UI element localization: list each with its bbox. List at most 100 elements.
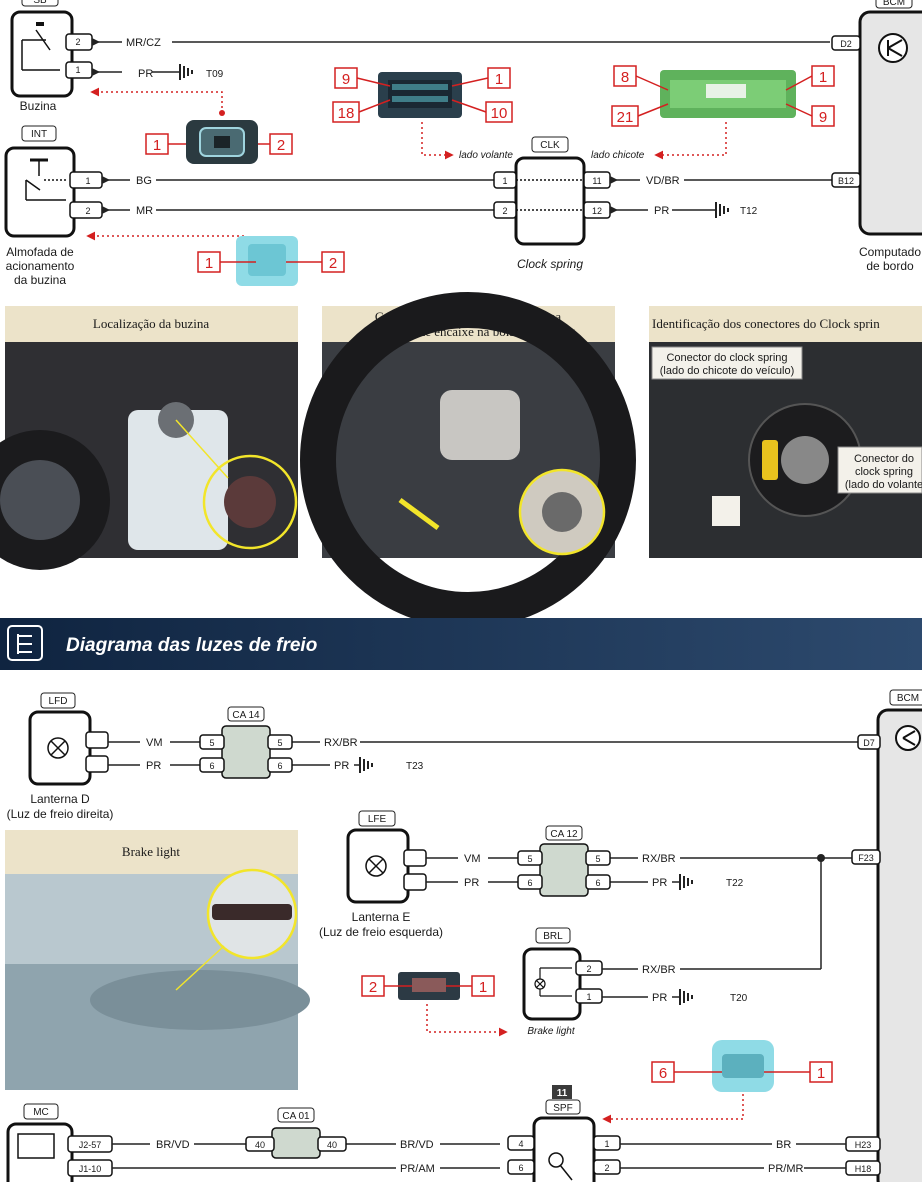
photo1-title: Localização da buzina	[93, 316, 209, 331]
clock-spring-label: Clock spring	[517, 257, 583, 271]
mc-tag: MC	[23, 1103, 59, 1120]
svg-text:2: 2	[586, 964, 591, 974]
svg-text:5: 5	[527, 854, 532, 864]
svg-text:RX/BR: RX/BR	[642, 964, 676, 976]
svg-text:5: 5	[595, 854, 600, 864]
svg-text:PR: PR	[652, 992, 667, 1004]
lfe-label-1: Lanterna E	[352, 910, 411, 924]
svg-text:T20: T20	[730, 993, 748, 1004]
int-component: 1 2	[4, 146, 103, 238]
photo3-header	[649, 306, 922, 342]
svg-text:CA 14: CA 14	[232, 710, 260, 721]
svg-text:CA 12: CA 12	[550, 829, 578, 840]
svg-text:PR: PR	[334, 760, 349, 772]
lfd-component	[28, 710, 109, 786]
wire-label-mr: MR	[136, 205, 153, 217]
horn-label: Buzina	[20, 99, 57, 113]
svg-text:VM: VM	[464, 853, 481, 865]
svg-text:6: 6	[518, 1163, 523, 1173]
svg-text:1: 1	[586, 992, 591, 1002]
svg-text:PR: PR	[146, 760, 161, 772]
spf-tag: 11 SPF	[545, 1085, 581, 1115]
harness-side-note: lado chicote	[591, 150, 645, 161]
section-diagram-icon	[7, 625, 43, 661]
svg-text:2: 2	[502, 206, 507, 216]
mc-component: J2-57 J1-10	[6, 1122, 113, 1182]
bcm-top-component: D2 B12	[831, 10, 922, 236]
bcm-brake-tag: BCM	[889, 689, 922, 706]
brl-component: 2 1	[522, 947, 603, 1021]
svg-text:J1-10: J1-10	[79, 1164, 102, 1174]
section-band	[0, 618, 922, 670]
ground-t12: T12	[715, 202, 758, 218]
svg-text:1: 1	[153, 137, 161, 154]
bcm-top-tag: BCM	[875, 0, 913, 9]
svg-text:1: 1	[75, 65, 80, 75]
svg-text:4: 4	[518, 1139, 523, 1149]
int-label-2: acionamento	[6, 259, 75, 273]
svg-text:MC: MC	[33, 1107, 49, 1118]
svg-text:40: 40	[327, 1140, 337, 1150]
svg-text:1: 1	[817, 1065, 825, 1082]
photo1-header	[5, 306, 298, 342]
svg-text:11: 11	[592, 176, 601, 186]
svg-text:6: 6	[659, 1065, 667, 1082]
ground-t22: T22	[679, 874, 744, 890]
svg-text:2: 2	[75, 37, 80, 47]
steering-side-note: lado volante	[459, 150, 513, 161]
spf-connector-image	[712, 1040, 774, 1092]
clock-spring-component: 1 2 11 12	[493, 156, 611, 246]
svg-text:CA 01: CA 01	[282, 1111, 310, 1122]
svg-text:1: 1	[85, 176, 90, 186]
svg-text:21: 21	[617, 109, 634, 126]
int-label-3: da buzina	[14, 273, 66, 287]
brake-photo-header	[5, 830, 298, 874]
brake-photo-title: Brake light	[122, 844, 181, 859]
svg-text:2: 2	[369, 979, 377, 996]
svg-text:5: 5	[277, 738, 282, 748]
svg-text:PR/MR: PR/MR	[768, 1163, 804, 1175]
section-title: Diagrama das luzes de freio	[66, 635, 317, 656]
int-connector-image	[236, 236, 298, 286]
svg-text:D2: D2	[840, 39, 852, 49]
wire-label-vd-br: VD/BR	[646, 175, 680, 187]
ca12-connector: 5 6 5 6	[517, 843, 611, 897]
svg-text:BRL: BRL	[543, 931, 563, 942]
svg-text:VM: VM	[146, 737, 163, 749]
svg-text:D7: D7	[863, 738, 875, 748]
lfd-label-1: Lanterna D	[30, 792, 90, 806]
svg-text:PR: PR	[652, 877, 667, 889]
svg-text:12: 12	[592, 206, 602, 216]
svg-text:H23: H23	[855, 1140, 872, 1150]
svg-text:6: 6	[277, 761, 282, 771]
svg-text:SPF: SPF	[553, 1103, 572, 1114]
svg-text:40: 40	[255, 1140, 265, 1150]
svg-text:BR/VD: BR/VD	[400, 1139, 434, 1151]
svg-text:SB: SB	[33, 0, 47, 6]
svg-text:1: 1	[502, 176, 507, 186]
brl-connector-image	[398, 972, 460, 1000]
svg-text:PR: PR	[464, 877, 479, 889]
photo3-label-b-2: clock spring	[855, 466, 913, 478]
bcm-label-2: de bordo	[866, 259, 914, 273]
steering-wheel-photo	[300, 292, 636, 628]
lfe-label-2: (Luz de freio esquerda)	[319, 925, 443, 939]
svg-text:T23: T23	[406, 761, 424, 772]
horn-component: 2 1	[10, 10, 93, 98]
wire-label-bg: BG	[136, 175, 152, 187]
wire-label-mr-cz: MR/CZ	[126, 37, 161, 49]
lfd-label-2: (Luz de freio direita)	[7, 807, 114, 821]
spf-component: 4 6 1 2	[507, 1116, 621, 1182]
svg-text:B12: B12	[838, 176, 854, 186]
svg-text:9: 9	[342, 71, 350, 88]
svg-text:2: 2	[277, 137, 285, 154]
horn-connector-image	[186, 120, 258, 164]
ca01-tag: CA 01	[277, 1107, 315, 1123]
ca01-connector: 40 40	[245, 1127, 347, 1159]
svg-text:H18: H18	[855, 1164, 872, 1174]
ground-t23: T23	[359, 757, 424, 773]
svg-text:LFE: LFE	[368, 814, 387, 825]
svg-text:F23: F23	[858, 853, 874, 863]
photo3-label-a-1: Conector do clock spring	[666, 352, 787, 364]
svg-text:J2-57: J2-57	[79, 1140, 102, 1150]
